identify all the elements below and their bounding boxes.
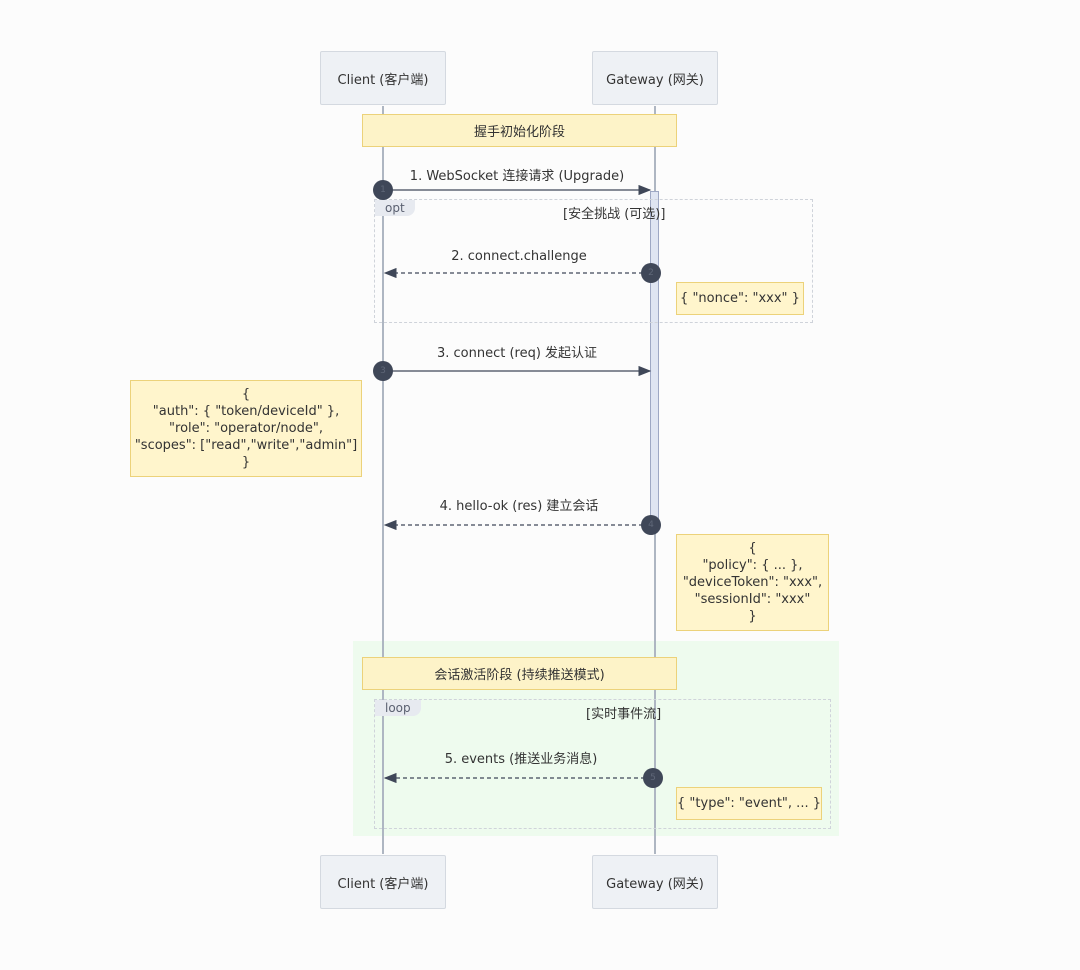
auth-note-line: "auth": { "token/deviceId" },: [152, 404, 340, 419]
client-actor-top[interactable]: Client (客户端): [320, 51, 446, 105]
auth-note-line: {: [241, 387, 251, 402]
hello-note-line: "policy": { ... },: [702, 558, 803, 573]
message-4-label: 4. hello-ok (res) 建立会话: [439, 499, 599, 514]
opt-frame-tag: opt: [375, 200, 415, 216]
message-1-number: 1: [373, 180, 393, 200]
opt-frame-condition: [安全挑战 (可选)]: [563, 207, 666, 222]
hello-note-line: "sessionId": "xxx": [694, 592, 811, 607]
auth-note-line: "role": "operator/node",: [169, 421, 323, 436]
loop-frame-tag: loop: [375, 700, 421, 716]
opt-frame: opt [安全挑战 (可选)]: [374, 199, 813, 323]
message-5-label: 5. events (推送业务消息): [444, 752, 598, 767]
message-3-number: 3: [373, 361, 393, 381]
auth-note-line: "scopes": ["read","write","admin"]: [134, 438, 358, 453]
hello-ok-payload-note: { "policy": { ... }, "deviceToken": "xxx…: [676, 534, 829, 631]
message-5-number: 5: [643, 768, 663, 788]
event-payload-note: { "type": "event", ... }: [676, 787, 822, 820]
loop-frame: loop [实时事件流]: [374, 699, 831, 829]
gateway-actor-top[interactable]: Gateway (网关): [592, 51, 718, 105]
hello-note-line: "deviceToken": "xxx",: [682, 575, 823, 590]
nonce-note: { "nonce": "xxx" }: [676, 282, 804, 315]
loop-frame-condition: [实时事件流]: [586, 707, 662, 722]
session-phase-note: 会话激活阶段 (持续推送模式): [362, 657, 677, 690]
client-lifeline: [382, 106, 384, 854]
auth-payload-note: { "auth": { "token/deviceId" }, "role": …: [130, 380, 362, 477]
handshake-phase-note: 握手初始化阶段: [362, 114, 677, 147]
gateway-actor-bottom[interactable]: Gateway (网关): [592, 855, 718, 909]
client-actor-bottom[interactable]: Client (客户端): [320, 855, 446, 909]
hello-note-line: }: [748, 609, 757, 624]
hello-note-line: {: [748, 541, 757, 556]
message-2-label: 2. connect.challenge: [451, 249, 587, 264]
nonce-note-line: { "nonce": "xxx" }: [680, 291, 800, 306]
message-2-number: 2: [641, 263, 661, 283]
message-4-number: 4: [641, 515, 661, 535]
auth-note-line: }: [241, 455, 251, 470]
event-note-line: { "type": "event", ... }: [677, 796, 821, 811]
message-1-label: 1. WebSocket 连接请求 (Upgrade): [409, 169, 625, 184]
message-3-label: 3. connect (req) 发起认证: [436, 346, 598, 361]
